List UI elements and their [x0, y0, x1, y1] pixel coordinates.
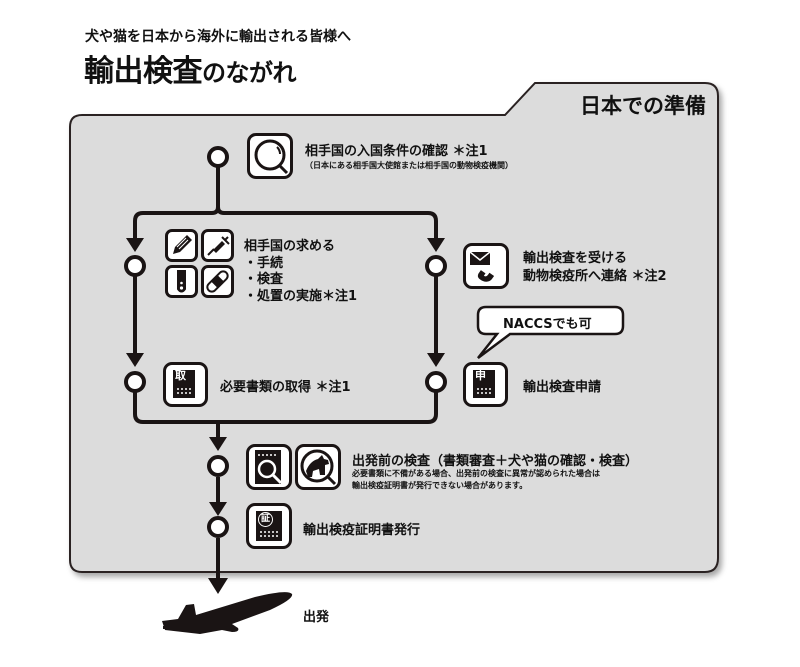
node-circle	[207, 516, 229, 538]
arrow-down-icon	[208, 578, 228, 594]
subtitle: 犬や猫を日本から海外に輸出される皆様へ	[85, 29, 351, 45]
step-inspection-title: 出発前の検査（書類審査＋犬や猫の確認・検査）	[352, 454, 639, 469]
step-departure-title: 出発	[303, 610, 330, 625]
step-contact-line2: 動物検疫所へ連絡 ＊注2	[523, 269, 667, 284]
flow-arrows	[126, 238, 445, 594]
document-search-icon	[246, 444, 292, 490]
node-circle	[207, 146, 229, 168]
step-confirm-title: 相手国の入国条件の確認 ＊注1	[305, 144, 488, 159]
arrow-down-icon	[209, 502, 227, 516]
certificate-icon: 証	[246, 503, 292, 549]
step-contact-line1: 輸出検査を受ける	[523, 251, 628, 266]
flow-lines	[133, 166, 438, 580]
step-certificate-title: 輸出検疫証明書発行	[303, 523, 421, 538]
node-circle	[425, 371, 447, 393]
pencil-icon	[165, 229, 198, 262]
title-main: 輸出検査	[84, 54, 203, 89]
arrow-down-icon	[209, 437, 227, 451]
page-title: 輸出検査のながれ	[84, 46, 297, 90]
flow-nodes	[124, 146, 447, 538]
animal-search-icon	[295, 444, 341, 490]
airplane-icon	[162, 592, 293, 634]
bubble-text: NACCSでも可	[503, 317, 592, 332]
requirement-item: ・検査	[244, 272, 284, 287]
panel-japan-preparation	[69, 82, 719, 573]
node-circle	[124, 371, 146, 393]
requirement-item: ・手続	[244, 256, 284, 271]
step-inspection-note-1: 必要書類に不備がある場合、出発前の検査に異常が認められた場合は	[352, 469, 600, 478]
node-circle	[124, 255, 146, 277]
node-circle	[425, 255, 447, 277]
title-kana: のながれ	[202, 59, 297, 87]
test-tube-icon	[165, 265, 198, 298]
panel-label: 日本での準備	[580, 94, 706, 118]
step-documents-title: 必要書類の取得 ＊注1	[220, 380, 351, 395]
step-requirements-title: 相手国の求める	[244, 239, 336, 254]
syringe-icon	[201, 229, 234, 262]
arrow-down-icon	[427, 353, 445, 367]
mail-phone-icon	[463, 243, 509, 289]
bandage-icon	[201, 265, 234, 298]
speech-bubble	[476, 305, 625, 359]
document-icon: 取	[163, 362, 208, 407]
requirement-item: ・処置の実施＊注1	[244, 289, 358, 304]
arrow-down-icon	[126, 238, 144, 252]
node-circle	[207, 455, 229, 477]
document-icon: 申	[463, 362, 508, 407]
arrow-down-icon	[126, 353, 144, 367]
magnifier-icon	[247, 133, 293, 179]
arrow-down-icon	[427, 238, 445, 252]
step-confirm-note: （日本にある相手国大使館または相手国の動物検疫機関）	[305, 161, 513, 170]
step-application-title: 輸出検査申請	[523, 380, 602, 395]
step-inspection-note-2: 輸出検疫証明書が発行できない場合があります。	[352, 481, 528, 490]
